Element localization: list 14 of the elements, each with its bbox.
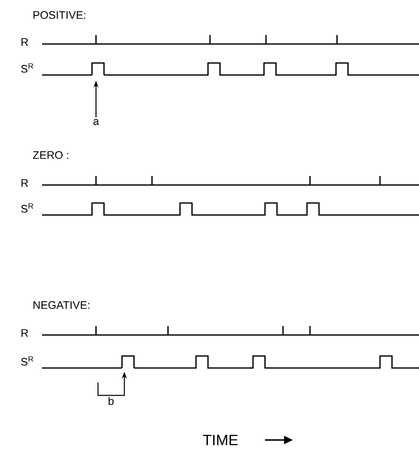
row-label: R <box>22 329 28 337</box>
panel-heading: ZERO : <box>33 151 68 159</box>
pulse <box>121 355 135 368</box>
row-label: S$^{R}$ <box>21 203 34 213</box>
row-label: S$^{R}$ <box>21 63 34 73</box>
row-label: S$^{R}$ <box>21 356 34 366</box>
row-label: R <box>22 38 28 46</box>
callout-letter: b <box>108 396 114 406</box>
axis-label: TIME <box>202 434 238 446</box>
panel-heading: POSITIVE: <box>34 11 86 19</box>
callout-letter: a <box>93 119 100 125</box>
panel-heading: NEGATIVE: <box>34 301 90 309</box>
pulse <box>91 62 105 75</box>
row-label: R <box>22 179 28 187</box>
